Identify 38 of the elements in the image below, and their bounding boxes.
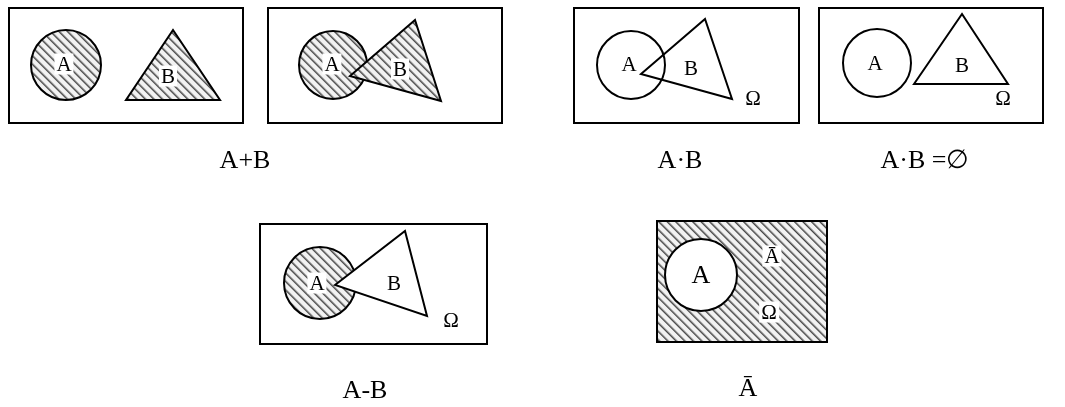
set-triangle <box>914 14 1008 84</box>
set-symbol: Ω <box>745 87 761 109</box>
set-circle <box>283 246 357 320</box>
set-label: B <box>391 58 409 80</box>
venn-panel <box>259 223 488 345</box>
set-symbol: Ω <box>759 301 779 323</box>
venn-panel <box>8 7 244 124</box>
set-triangle <box>350 20 441 101</box>
formula-caption: A·B <box>657 147 703 173</box>
formula-caption: A+B <box>219 147 271 173</box>
formula-caption: Ā <box>738 375 758 401</box>
set-label: A <box>54 53 74 75</box>
set-circle <box>30 29 102 101</box>
formula-caption: A-B <box>342 377 388 403</box>
venn-panel <box>573 7 800 124</box>
set-circle <box>298 30 368 100</box>
venn-panel <box>656 220 828 343</box>
set-label: B <box>955 54 969 76</box>
set-circle <box>664 238 738 312</box>
set-circle <box>842 28 912 98</box>
set-label: B <box>159 65 177 87</box>
set-label: A <box>322 53 342 75</box>
set-label: A <box>307 272 327 294</box>
set-label: A <box>867 52 883 74</box>
set-symbol: Ā <box>762 245 782 267</box>
formula-caption: A·B =∅ <box>880 147 970 173</box>
set-label: A <box>621 53 637 75</box>
set-label: B <box>684 57 698 79</box>
venn-panel <box>267 7 503 124</box>
set-symbol: Ω <box>995 87 1011 109</box>
set-label: A <box>691 262 711 288</box>
set-triangle <box>335 231 427 316</box>
set-triangle <box>641 19 732 99</box>
venn-panel <box>818 7 1044 124</box>
set-circle <box>596 30 666 100</box>
set-symbol: Ω <box>443 309 459 331</box>
set-label: B <box>387 272 401 294</box>
set-triangle <box>126 30 220 100</box>
